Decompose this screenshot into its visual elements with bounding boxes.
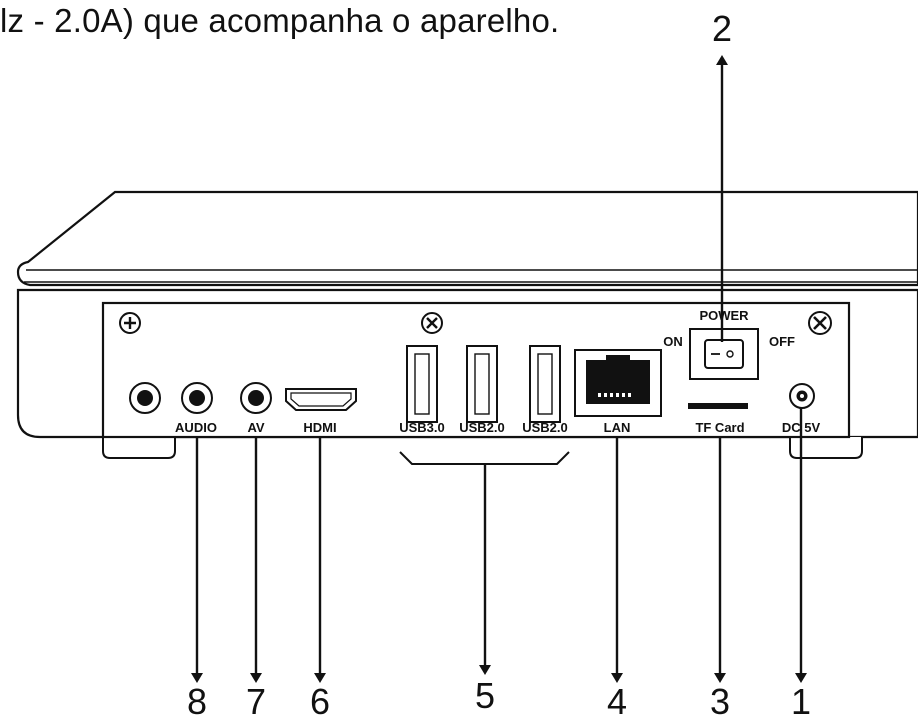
usb-port-icon: [466, 345, 498, 423]
screw-icon: [421, 312, 443, 334]
usb-port-icon: [406, 345, 438, 423]
callout-number-1: 1: [791, 681, 811, 718]
screw-icon: [119, 312, 141, 334]
usb-group-bracket: [399, 451, 570, 465]
label-usb-3: USB2.0: [522, 420, 568, 435]
callout-number-6: 6: [310, 681, 330, 718]
callout-number-4: 4: [607, 681, 627, 718]
label-hdmi: HDMI: [303, 420, 336, 435]
callout-number-5: 5: [475, 675, 495, 716]
usb-port-icon: [529, 345, 561, 423]
audio-jack-right: [181, 382, 213, 414]
label-usb-1: USB3.0: [399, 420, 445, 435]
screw-icon: [808, 311, 832, 335]
device-lid: [16, 190, 918, 287]
callout-number-2: 2: [712, 8, 732, 49]
caption-text: lz - 2.0A) que acompanha o aparelho.: [0, 2, 560, 39]
lan-port-icon: [574, 349, 662, 417]
left-foot: [102, 437, 176, 459]
label-on: ON: [663, 334, 683, 349]
power-switch-icon: [689, 328, 759, 380]
tf-card-slot: [688, 403, 748, 409]
callout-number-8: 8: [187, 681, 207, 718]
hdmi-port-icon: [285, 388, 357, 411]
callout-number-3: 3: [710, 681, 730, 718]
av-jack: [240, 382, 272, 414]
label-tf-card: TF Card: [695, 420, 744, 435]
audio-jack-left: [129, 382, 161, 414]
label-power: POWER: [699, 308, 749, 323]
label-av: AV: [247, 420, 264, 435]
callout-number-7: 7: [246, 681, 266, 718]
label-lan: LAN: [604, 420, 631, 435]
label-audio: AUDIO: [175, 420, 217, 435]
label-off: OFF: [769, 334, 795, 349]
dc-power-jack: [789, 383, 815, 409]
right-foot: [789, 437, 863, 459]
label-usb-2: USB2.0: [459, 420, 505, 435]
